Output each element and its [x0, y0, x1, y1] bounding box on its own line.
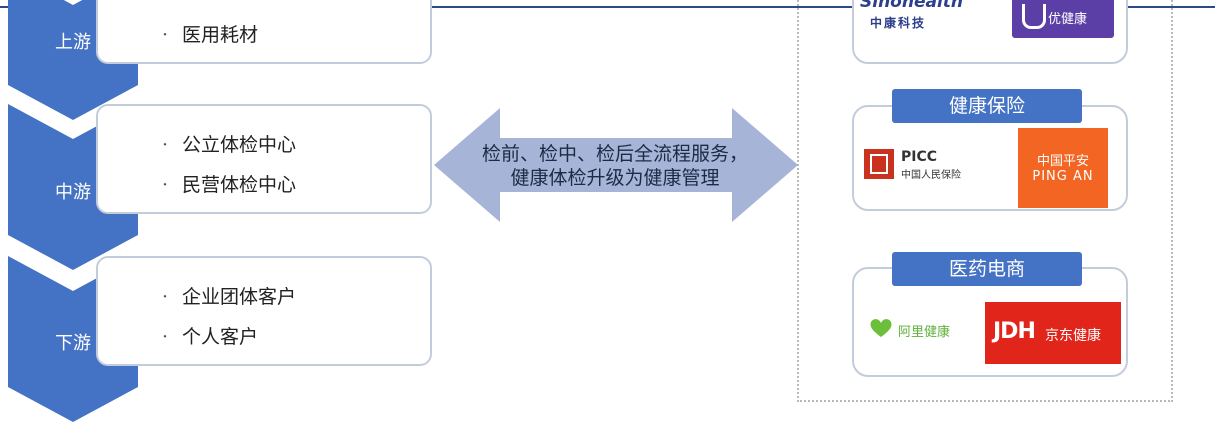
u-shape-icon: [1022, 4, 1046, 29]
stage-box-upstream: ·医用耗材: [96, 0, 432, 64]
stage-label-upstream: 上游: [55, 32, 91, 53]
stage-item: ·民营体检中心: [162, 174, 297, 196]
stage-box-midstream: ·公立体检中心 ·民营体检中心: [96, 104, 432, 214]
partners-panel: [797, 0, 1173, 402]
jdh-logo: JDH 京东健康: [985, 302, 1121, 364]
stage-label-midstream: 中游: [55, 182, 91, 203]
stage-item: ·个人客户: [162, 326, 259, 348]
group-tag-ecommerce: 医药电商: [892, 252, 1082, 286]
sinohealth-logo: Sinohealth: [860, 0, 964, 12]
stage-item: ·公立体检中心: [162, 134, 297, 156]
youjiankang-logo: 优健康: [1012, 0, 1114, 38]
picc-logo-cn: 中国人民保险: [901, 170, 961, 181]
stage-label-downstream: 下游: [55, 333, 91, 354]
alihealth-logo: 阿里健康: [898, 325, 951, 340]
heart-icon: [870, 319, 892, 337]
picc-icon: [864, 149, 894, 179]
double-arrow: [434, 108, 798, 222]
picc-logo: PICC: [901, 149, 938, 165]
arrow-text-line-2: 健康体检升级为健康管理: [510, 167, 720, 189]
top-rule: [0, 6, 1215, 8]
arrow-text-line-1: 检前、检中、检后全流程服务，: [481, 143, 748, 165]
stage-item: ·企业团体客户: [162, 286, 297, 308]
sinohealth-logo-cn: 中康科技: [870, 16, 927, 30]
stage-item: ·医用耗材: [162, 24, 259, 46]
stage-box-downstream: ·企业团体客户 ·个人客户: [96, 256, 432, 366]
group-tag-insurance: 健康保险: [892, 89, 1082, 123]
pingan-logo: 中国平安 PING AN: [1018, 128, 1108, 208]
